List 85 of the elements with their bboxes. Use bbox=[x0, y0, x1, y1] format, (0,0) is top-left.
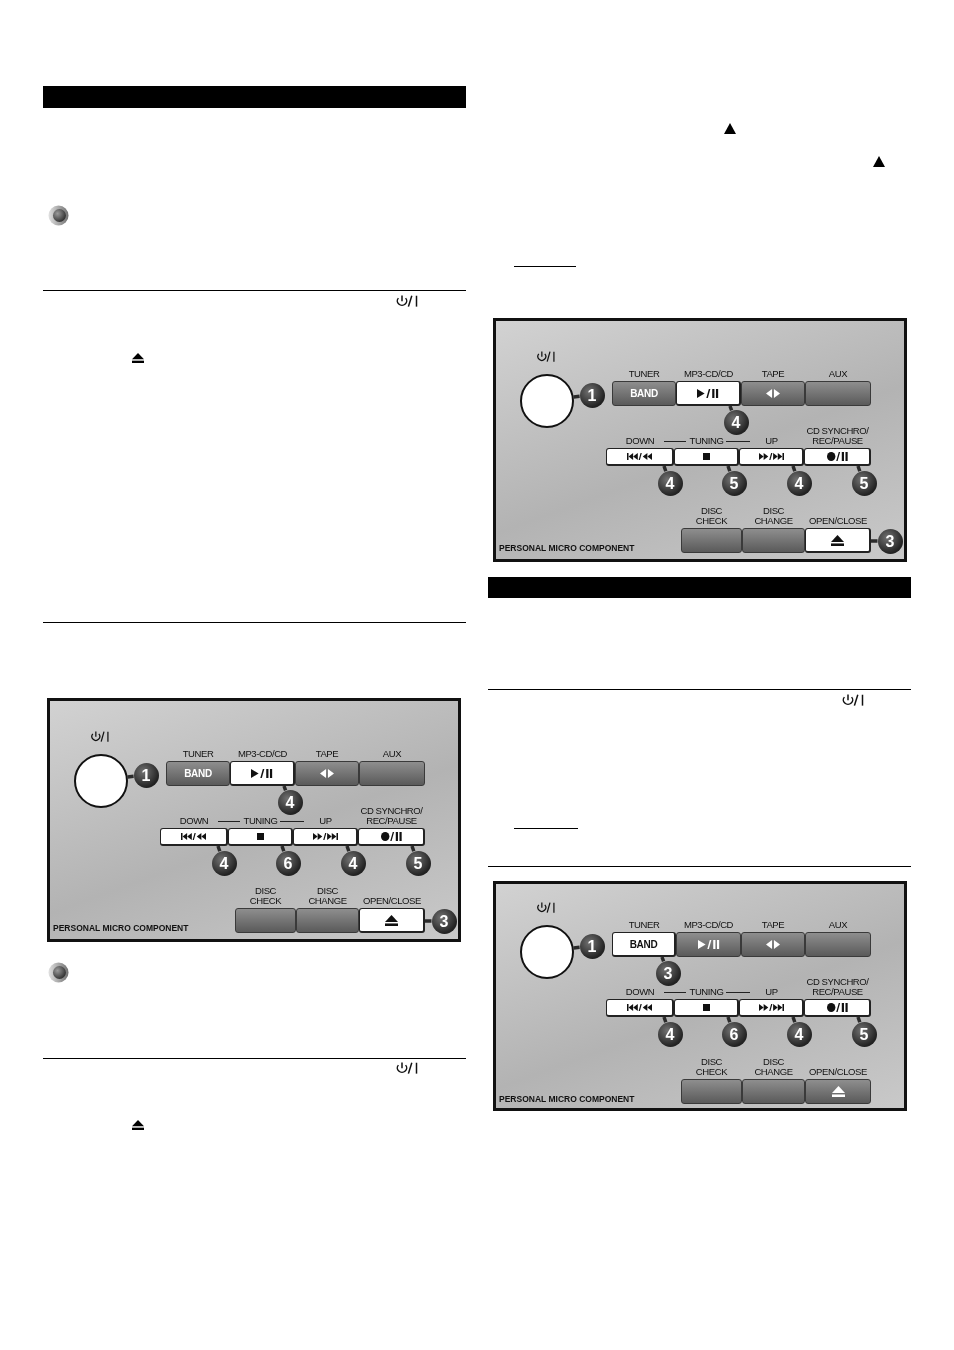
button-label: AUX bbox=[828, 369, 848, 379]
leader-line bbox=[726, 1016, 732, 1023]
leader-line bbox=[573, 394, 580, 399]
callout-number: 3 bbox=[431, 908, 457, 934]
button-label: MP3-CD/CD bbox=[237, 749, 288, 759]
button-label: CD SYNCHRO/ REC/PAUSE bbox=[359, 806, 424, 826]
button-label: UP bbox=[765, 987, 778, 997]
panel-caption: PERSONAL MICRO COMPONENT bbox=[499, 543, 635, 553]
button-label: TAPE bbox=[761, 369, 785, 379]
button-label: TAPE bbox=[761, 920, 785, 930]
callout-number: 5 bbox=[721, 470, 747, 496]
callout-number: 5 bbox=[851, 1021, 877, 1047]
callout-number: 4 bbox=[657, 470, 683, 496]
button-label: UP bbox=[319, 816, 332, 826]
callout-number: 4 bbox=[277, 789, 303, 815]
button-label: AUX bbox=[828, 920, 848, 930]
button-label: AUX bbox=[382, 749, 402, 759]
leader-line bbox=[662, 1016, 668, 1023]
leader-line bbox=[856, 465, 862, 472]
callout-number: 6 bbox=[275, 850, 301, 876]
button-label: TUNER bbox=[628, 369, 660, 379]
leader-line bbox=[728, 405, 734, 411]
button-label: CD SYNCHRO/ REC/PAUSE bbox=[805, 426, 870, 446]
callout-number: 6 bbox=[721, 1021, 747, 1047]
leader-line bbox=[662, 465, 668, 472]
button-label: DISC CHECK bbox=[694, 506, 729, 526]
button-label: DOWN bbox=[179, 816, 209, 826]
callout-number: 1 bbox=[133, 762, 159, 788]
button-label: OPEN/CLOSE bbox=[363, 896, 421, 906]
button-label: TUNER bbox=[182, 749, 214, 759]
callout-number: 4 bbox=[786, 1021, 812, 1047]
button-label: DOWN bbox=[625, 987, 655, 997]
panel-caption: PERSONAL MICRO COMPONENT bbox=[499, 1094, 635, 1104]
button-label: DISC CHECK bbox=[694, 1057, 729, 1077]
callout-number: 3 bbox=[655, 960, 681, 986]
control-panel bbox=[47, 698, 461, 942]
button-label: UP bbox=[765, 436, 778, 446]
leader-line bbox=[345, 845, 351, 852]
button-label: TUNING bbox=[661, 987, 752, 997]
band-button: BAND bbox=[166, 761, 230, 786]
leader-line bbox=[573, 945, 580, 950]
button-label: OPEN/CLOSE bbox=[809, 516, 867, 526]
power-button bbox=[74, 754, 128, 808]
callout-number: 4 bbox=[786, 470, 812, 496]
leader-line bbox=[216, 845, 222, 852]
callout-number: 1 bbox=[579, 382, 605, 408]
button-label: DISC CHANGE bbox=[307, 886, 348, 906]
callout-number: 1 bbox=[579, 933, 605, 959]
power-button bbox=[520, 925, 574, 979]
leader-line bbox=[280, 845, 286, 852]
callout-number: 4 bbox=[340, 850, 366, 876]
leader-line bbox=[127, 774, 134, 779]
button-label: TUNING bbox=[661, 436, 752, 446]
leader-line bbox=[791, 465, 797, 472]
power-button bbox=[520, 374, 574, 428]
button-label: TUNER bbox=[628, 920, 660, 930]
leader-line bbox=[856, 1016, 862, 1023]
button-label: TUNING bbox=[215, 816, 306, 826]
band-button: BAND bbox=[612, 932, 676, 957]
button-label: CD SYNCHRO/ REC/PAUSE bbox=[805, 977, 870, 997]
callout-number: 5 bbox=[851, 470, 877, 496]
control-panel bbox=[493, 881, 907, 1111]
leader-line bbox=[425, 919, 432, 923]
callout-number: 4 bbox=[211, 850, 237, 876]
button-label: DISC CHANGE bbox=[753, 506, 794, 526]
callout-number: 5 bbox=[405, 850, 431, 876]
leader-line bbox=[282, 785, 288, 791]
button-label: MP3-CD/CD bbox=[683, 920, 734, 930]
panel-caption: PERSONAL MICRO COMPONENT bbox=[53, 923, 189, 933]
leader-line bbox=[871, 539, 878, 543]
button-label: DISC CHECK bbox=[248, 886, 283, 906]
band-button: BAND bbox=[612, 381, 676, 406]
callout-number: 4 bbox=[723, 409, 749, 435]
button-label: DOWN bbox=[625, 436, 655, 446]
leader-line bbox=[791, 1016, 797, 1023]
button-label: TAPE bbox=[315, 749, 339, 759]
button-label: DISC CHANGE bbox=[753, 1057, 794, 1077]
leader-line bbox=[410, 845, 416, 852]
leader-line bbox=[726, 465, 732, 472]
leader-line bbox=[660, 956, 666, 962]
button-label: OPEN/CLOSE bbox=[809, 1067, 867, 1077]
button-label: MP3-CD/CD bbox=[683, 369, 734, 379]
control-panel bbox=[493, 318, 907, 562]
callout-number: 3 bbox=[877, 528, 903, 554]
callout-number: 4 bbox=[657, 1021, 683, 1047]
